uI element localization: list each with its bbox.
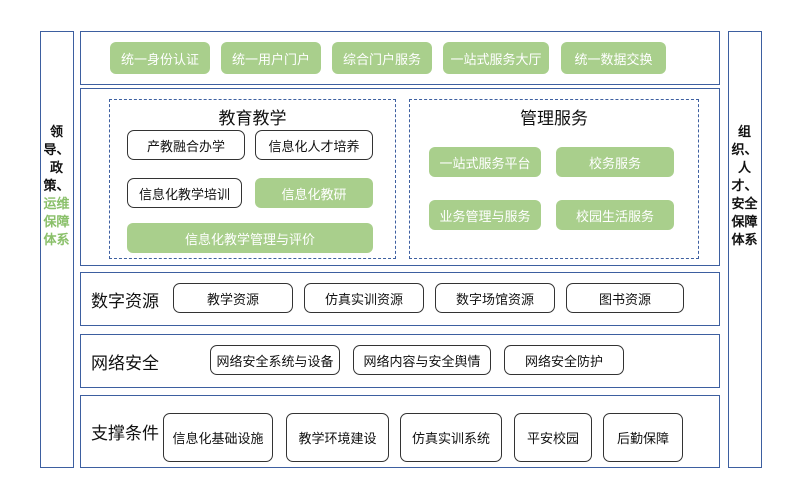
- education-title: 教育教学: [218, 109, 287, 129]
- left-sidebar-green-text: 运维保障体系: [43, 197, 70, 248]
- resource-item: 仿真实训资源: [304, 283, 424, 313]
- support-title: 支撑条件: [91, 424, 159, 444]
- support-item: 仿真实训系统: [400, 413, 502, 462]
- security-item: 网络安全系统与设备: [210, 345, 340, 375]
- resource-item: 数字场馆资源: [435, 283, 555, 313]
- top-services-panel: 统一身份认证 统一用户门户 综合门户服务 一站式服务大厅 统一数据交换: [80, 31, 720, 85]
- management-item: 校务服务: [556, 147, 674, 177]
- network-security-panel: 网络安全 网络安全系统与设备 网络内容与安全舆情 网络安全防护: [80, 334, 720, 388]
- support-item: 平安校园: [514, 413, 592, 462]
- support-item: 教学环境建设: [286, 413, 389, 462]
- digital-resources-panel: 数字资源 教学资源 仿真实训资源 数字场馆资源 图书资源: [80, 272, 720, 326]
- application-panel: 教育教学 产教融合办学 信息化人才培养 信息化教学培训 信息化教研 信息化教学管…: [80, 88, 720, 266]
- top-service-box: 统一用户门户: [221, 42, 321, 74]
- right-sidebar: 组织、人才、安全保障体系: [728, 31, 762, 468]
- network-security-title: 网络安全: [91, 353, 159, 374]
- security-item: 网络安全防护: [504, 345, 624, 375]
- support-panel: 支撑条件 信息化基础设施 教学环境建设 仿真实训系统 平安校园 后勤保障: [80, 395, 720, 468]
- management-item: 校园生活服务: [556, 200, 674, 230]
- top-service-box: 综合门户服务: [332, 42, 432, 74]
- left-sidebar: 领导、政策、运维保障体系: [40, 31, 74, 468]
- management-title: 管理服务: [520, 109, 588, 129]
- support-item: 后勤保障: [603, 413, 683, 462]
- digital-resources-title: 数字资源: [91, 291, 159, 312]
- management-item: 业务管理与服务: [429, 200, 541, 230]
- resource-item: 图书资源: [566, 283, 684, 313]
- right-sidebar-text: 组织、人才、安全保障体系: [731, 125, 758, 248]
- management-group: 管理服务 一站式服务平台 校务服务 业务管理与服务 校园生活服务: [409, 99, 699, 259]
- management-item: 一站式服务平台: [429, 147, 541, 177]
- right-sidebar-label: 组织、人才、安全保障体系: [729, 124, 760, 250]
- education-item: 产教融合办学: [127, 130, 245, 160]
- education-item: 信息化教学培训: [127, 178, 242, 208]
- education-item: 信息化教研: [255, 178, 373, 208]
- education-item: 信息化人才培养: [255, 130, 373, 160]
- support-item: 信息化基础设施: [163, 413, 273, 462]
- top-service-box: 统一数据交换: [561, 42, 666, 74]
- education-group: 教育教学 产教融合办学 信息化人才培养 信息化教学培训 信息化教研 信息化教学管…: [109, 99, 396, 259]
- education-item: 信息化教学管理与评价: [127, 223, 373, 253]
- top-service-box: 一站式服务大厅: [443, 42, 549, 74]
- left-sidebar-label: 领导、政策、运维保障体系: [41, 124, 72, 250]
- security-item: 网络内容与安全舆情: [353, 345, 491, 375]
- left-sidebar-dark-text: 领导、政策、: [43, 125, 70, 194]
- top-service-box: 统一身份认证: [110, 42, 210, 74]
- resource-item: 教学资源: [173, 283, 293, 313]
